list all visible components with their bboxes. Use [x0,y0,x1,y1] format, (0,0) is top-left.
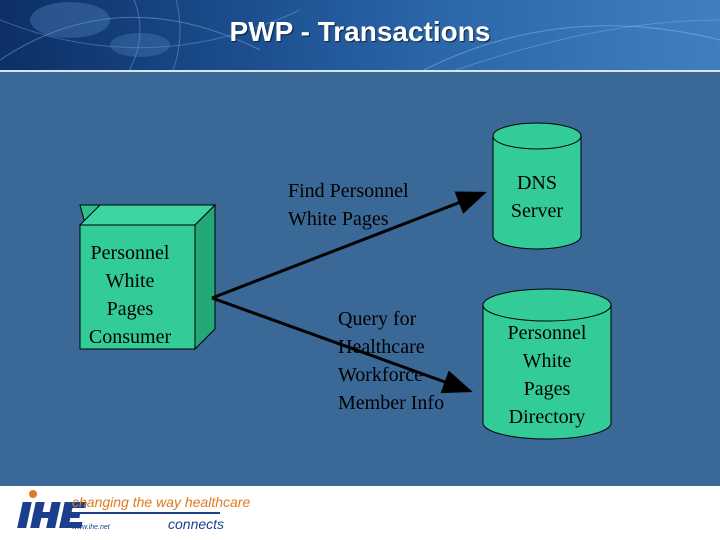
directory-label-line: Pages [523,378,571,400]
logo-dot-icon [29,490,37,498]
dns-server-label: DNS Server [493,169,581,225]
consumer-label-line: Personnel [90,242,170,264]
find-transaction-label: Find Personnel White Pages [288,177,458,233]
consumer-label-line: Consumer [88,326,172,348]
query-transaction-label-line: Healthcare [338,336,425,358]
ihe-logo [17,490,220,528]
dns-server-cylinder [492,122,582,250]
query-transaction-label-line: Workforce [338,364,424,386]
query-transaction-label: Query for Healthcare Workforce Member In… [338,305,478,417]
consumer-label: Personnel White Pages Consumer [78,239,182,351]
diagram-area: Personnel White Pages Consumer DNS Serve… [0,73,720,486]
slide-header: PWP - Transactions [0,0,720,72]
directory-cylinder [482,288,612,440]
logo-website: www.ihe.net [72,524,110,531]
logo-tagline: changing the way healthcare [72,494,251,510]
logo-tagline-end: connects [168,516,225,532]
consumer-label-line: Pages [106,298,154,320]
header-divider [0,70,720,72]
query-arrow [211,296,473,394]
find-transaction-label-line: Find Personnel [288,180,409,202]
directory-label-line: Personnel [507,322,587,344]
dns-server-label-line: DNS [516,172,557,194]
slide-footer: changing the way healthcare connects www… [0,486,720,540]
transaction-diagram [78,122,612,440]
directory-label: Personnel White Pages Directory [483,319,611,431]
directory-label-line: White [522,350,572,372]
find-transaction-label-line: White Pages [288,208,389,230]
slide-title: PWP - Transactions [229,16,491,47]
consumer-label-line: White [105,270,155,292]
directory-label-line: Directory [508,406,586,428]
globe-graphic [0,0,720,72]
query-transaction-label-line: Member Info [338,392,445,414]
find-arrow [211,191,487,300]
consumer-cube [78,203,217,351]
query-transaction-label-line: Query for [338,308,417,330]
dns-server-label-line: Server [510,200,564,222]
